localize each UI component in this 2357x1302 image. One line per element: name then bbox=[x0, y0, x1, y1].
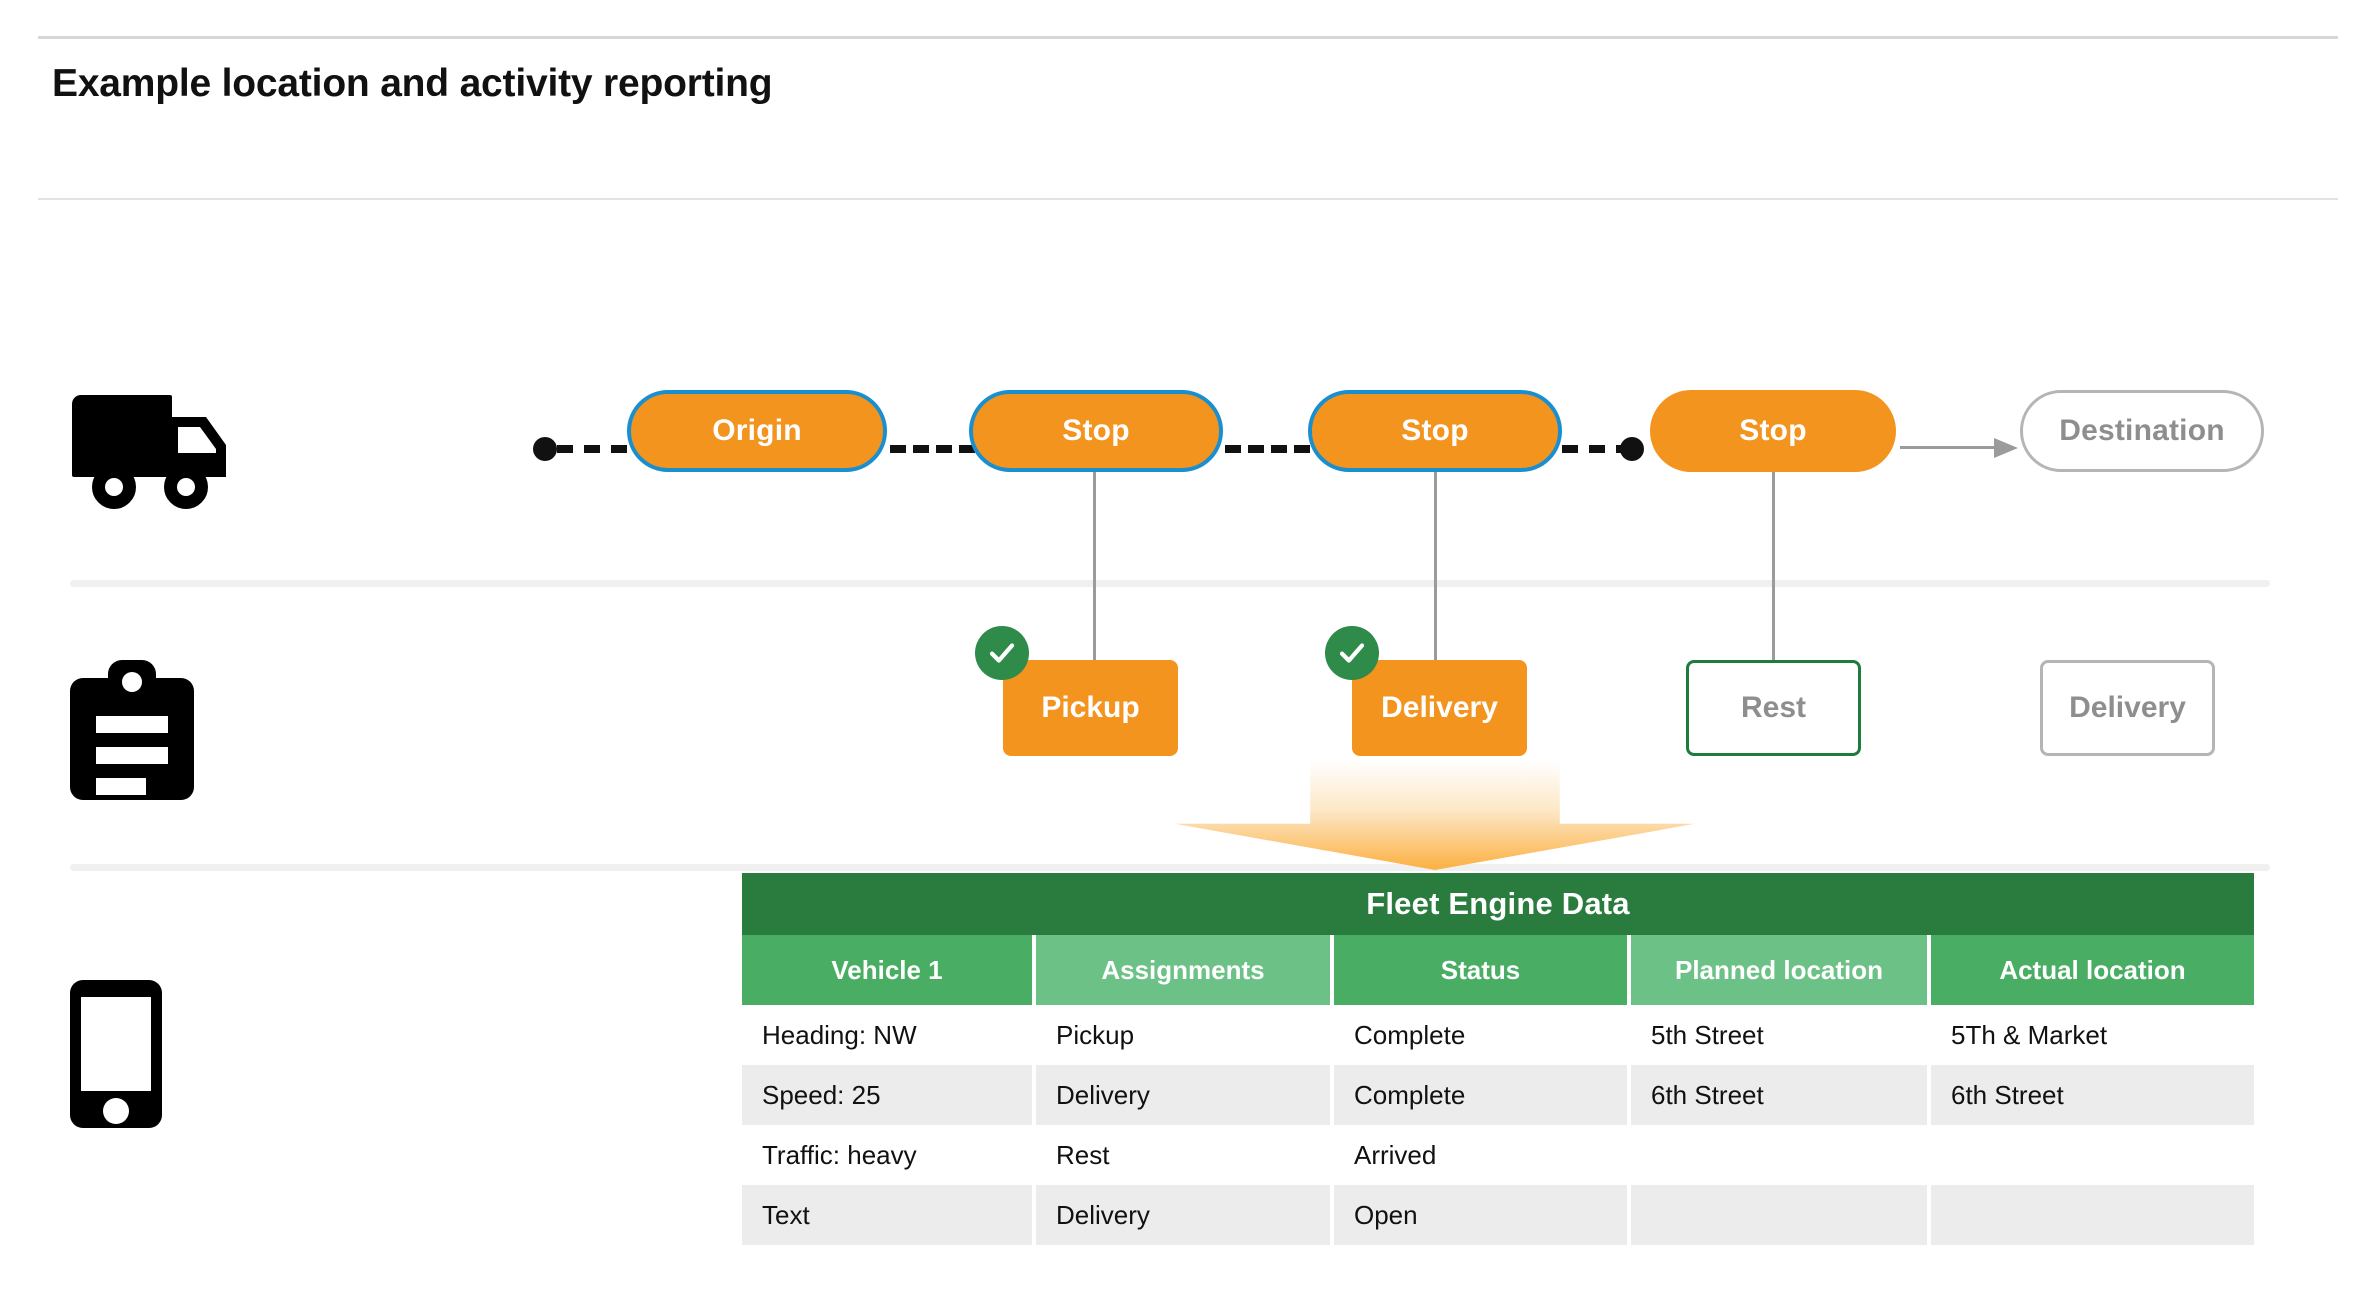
activity-card-rest[interactable]: Rest bbox=[1686, 660, 1861, 756]
route-dash-segment-3 bbox=[1225, 445, 1310, 453]
lane-divider-route-activity bbox=[70, 580, 2270, 587]
table-row[interactable]: Heading: NW Pickup Complete 5th Street 5… bbox=[742, 1005, 2254, 1065]
fleet-table-header-row: Vehicle 1 Assignments Status Planned loc… bbox=[742, 935, 2254, 1005]
cell-actual-location: 5Th & Market bbox=[1929, 1005, 2254, 1065]
column-header-planned-location[interactable]: Planned location bbox=[1629, 935, 1931, 1005]
column-header-status[interactable]: Status bbox=[1332, 935, 1631, 1005]
cell-planned-location: 5th Street bbox=[1629, 1005, 1931, 1065]
route-dash-segment-4 bbox=[1562, 445, 1632, 453]
cell-actual-location bbox=[1929, 1125, 2254, 1185]
cell-planned-location bbox=[1629, 1185, 1931, 1245]
connector-stop2-delivery-upper bbox=[1434, 472, 1437, 674]
table-row[interactable]: Text Delivery Open bbox=[742, 1185, 2254, 1245]
cell-planned-location bbox=[1629, 1125, 1931, 1185]
cell-status: Arrived bbox=[1332, 1125, 1631, 1185]
route-node-destination[interactable]: Destination bbox=[2020, 390, 2264, 472]
route-dash-segment-1 bbox=[557, 445, 627, 453]
route-waypoint-dot bbox=[1620, 437, 1644, 461]
cell-assignment: Delivery bbox=[1034, 1185, 1334, 1245]
connector-stop3-rest bbox=[1772, 472, 1775, 662]
destination-arrow-icon bbox=[1900, 438, 2022, 458]
activity-card-delivery-2[interactable]: Delivery bbox=[2040, 660, 2215, 756]
route-node-label: Stop bbox=[1062, 414, 1130, 447]
column-header-actual-location[interactable]: Actual location bbox=[1929, 935, 2254, 1005]
truck-icon bbox=[72, 395, 227, 509]
cell-vehicle: Speed: 25 bbox=[742, 1065, 1036, 1125]
flow-down-arrow-icon bbox=[1175, 760, 1695, 870]
fleet-table-title: Fleet Engine Data bbox=[742, 873, 2254, 935]
activity-card-label: Delivery bbox=[1381, 691, 1498, 724]
route-node-stop-1[interactable]: Stop bbox=[969, 390, 1223, 472]
cell-vehicle: Text bbox=[742, 1185, 1036, 1245]
cell-status: Complete bbox=[1332, 1005, 1631, 1065]
route-dash-segment-2 bbox=[890, 445, 975, 453]
cell-vehicle: Heading: NW bbox=[742, 1005, 1036, 1065]
column-header-assignments[interactable]: Assignments bbox=[1034, 935, 1334, 1005]
route-node-label: Stop bbox=[1739, 414, 1807, 447]
activity-card-delivery-1[interactable]: Delivery bbox=[1352, 660, 1527, 756]
cell-actual-location: 6th Street bbox=[1929, 1065, 2254, 1125]
fleet-engine-data-panel: Fleet Engine Data Vehicle 1 Assignments … bbox=[742, 873, 2254, 1245]
activity-complete-check-icon-pickup bbox=[975, 626, 1029, 680]
connector-stop2-delivery-lower bbox=[1434, 587, 1437, 697]
cell-status: Open bbox=[1332, 1185, 1631, 1245]
route-node-label: Origin bbox=[712, 414, 802, 447]
connector-stop1-pickup-upper bbox=[1093, 472, 1096, 674]
activity-card-pickup[interactable]: Pickup bbox=[1003, 660, 1178, 756]
connector-stop1-pickup-lower bbox=[1093, 587, 1096, 697]
route-start-dot bbox=[533, 437, 557, 461]
mobile-phone-icon bbox=[70, 980, 162, 1128]
cell-assignment: Rest bbox=[1034, 1125, 1334, 1185]
title-divider bbox=[38, 198, 2338, 200]
cell-vehicle: Traffic: heavy bbox=[742, 1125, 1036, 1185]
clipboard-icon bbox=[70, 660, 194, 800]
table-row[interactable]: Speed: 25 Delivery Complete 6th Street 6… bbox=[742, 1065, 2254, 1125]
route-node-stop-3[interactable]: Stop bbox=[1650, 390, 1896, 472]
fleet-table: Vehicle 1 Assignments Status Planned loc… bbox=[742, 935, 2254, 1245]
route-node-origin[interactable]: Origin bbox=[627, 390, 887, 472]
route-node-label: Destination bbox=[2059, 414, 2225, 447]
route-node-stop-2[interactable]: Stop bbox=[1308, 390, 1562, 472]
cell-planned-location: 6th Street bbox=[1629, 1065, 1931, 1125]
activity-card-label: Pickup bbox=[1041, 691, 1140, 724]
cell-actual-location bbox=[1929, 1185, 2254, 1245]
top-divider bbox=[38, 36, 2338, 39]
activity-complete-check-icon-delivery bbox=[1325, 626, 1379, 680]
route-node-label: Stop bbox=[1401, 414, 1469, 447]
cell-assignment: Delivery bbox=[1034, 1065, 1334, 1125]
table-row[interactable]: Traffic: heavy Rest Arrived bbox=[742, 1125, 2254, 1185]
cell-status: Complete bbox=[1332, 1065, 1631, 1125]
page-title: Example location and activity reporting bbox=[52, 62, 773, 105]
column-header-vehicle[interactable]: Vehicle 1 bbox=[742, 935, 1036, 1005]
lane-divider-activity-device bbox=[70, 864, 2270, 871]
activity-card-label: Delivery bbox=[2069, 691, 2186, 724]
cell-assignment: Pickup bbox=[1034, 1005, 1334, 1065]
activity-card-label: Rest bbox=[1740, 691, 1807, 724]
